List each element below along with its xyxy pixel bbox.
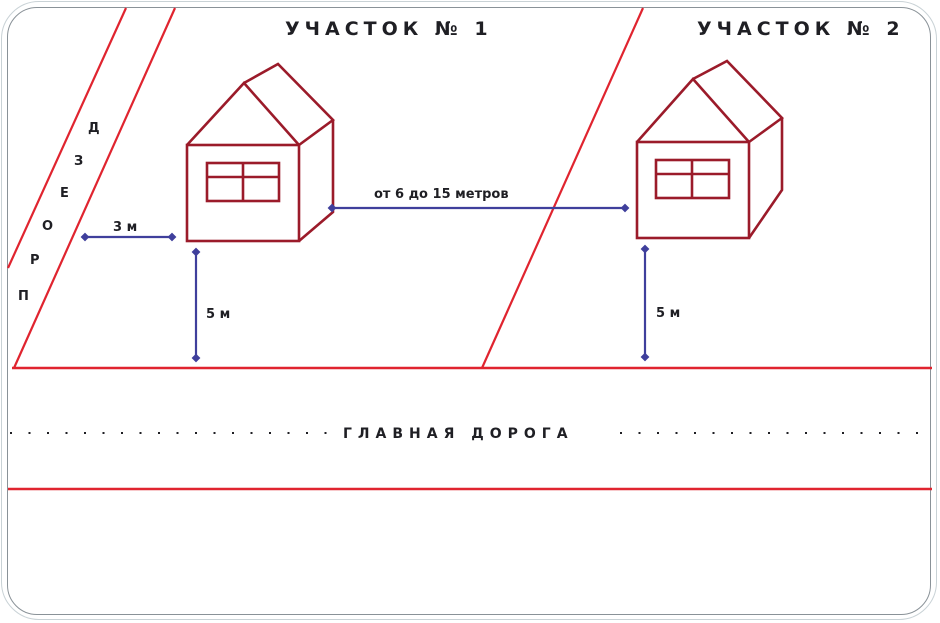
- dimension-5m-house-1: 5 м: [191, 247, 230, 363]
- side-road-left-line: [6, 7, 128, 269]
- side-road-letter-2: Р: [30, 253, 40, 268]
- side-road-letter-6: Д: [88, 121, 100, 136]
- plot-2-title: УЧАСТОК № 2: [697, 18, 905, 40]
- side-road-right-line: [12, 7, 177, 369]
- side-road-letter-3: О: [42, 219, 53, 234]
- dimension-3m-label: 3 м: [113, 220, 137, 235]
- dimension-5m-house-2: 5 м: [640, 244, 680, 362]
- dimension-3m: 3 м: [80, 220, 177, 242]
- dimension-between-houses-label: от 6 до 15 метров: [374, 187, 509, 202]
- side-road-letter-5: З: [74, 154, 83, 169]
- main-road-centerline: ГЛАВНАЯ ДОРОГА: [10, 426, 930, 442]
- side-road-letter-1: П: [18, 289, 29, 304]
- side-road-letter-4: Е: [60, 186, 69, 201]
- house-2-icon: [635, 59, 784, 240]
- dimension-between-houses: от 6 до 15 метров: [327, 187, 630, 213]
- main-road-label: ГЛАВНАЯ ДОРОГА: [343, 426, 574, 442]
- plot-1-title: УЧАСТОК № 1: [285, 18, 493, 40]
- house-1-icon: [185, 62, 335, 243]
- dimension-5m-house-1-label: 5 м: [206, 307, 230, 322]
- dimension-5m-house-2-label: 5 м: [656, 306, 680, 321]
- side-road: П Р О Е З Д: [6, 7, 177, 369]
- inner-frame: [7, 7, 931, 615]
- plot-boundary-line: [480, 7, 645, 369]
